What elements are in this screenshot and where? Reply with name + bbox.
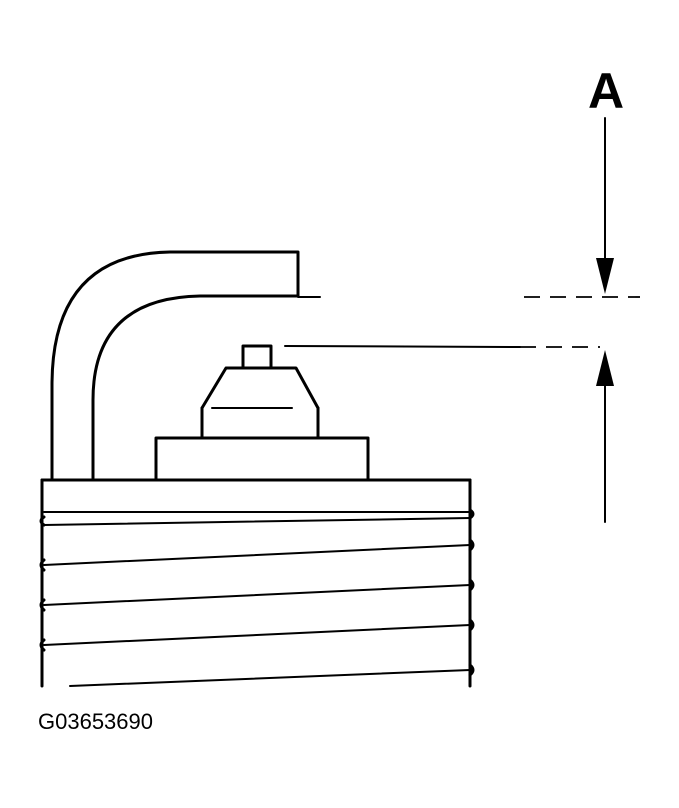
dimension-arrows [596, 117, 614, 523]
arrow-up-icon [596, 350, 614, 386]
center-electrode [154, 344, 370, 482]
ground-electrode [50, 250, 300, 480]
dimension-label: A [588, 63, 625, 119]
threaded-shell [39, 478, 475, 688]
figure-id: G03653690 [38, 709, 153, 734]
arrow-down-icon [596, 258, 614, 294]
extension-lines [284, 296, 640, 348]
